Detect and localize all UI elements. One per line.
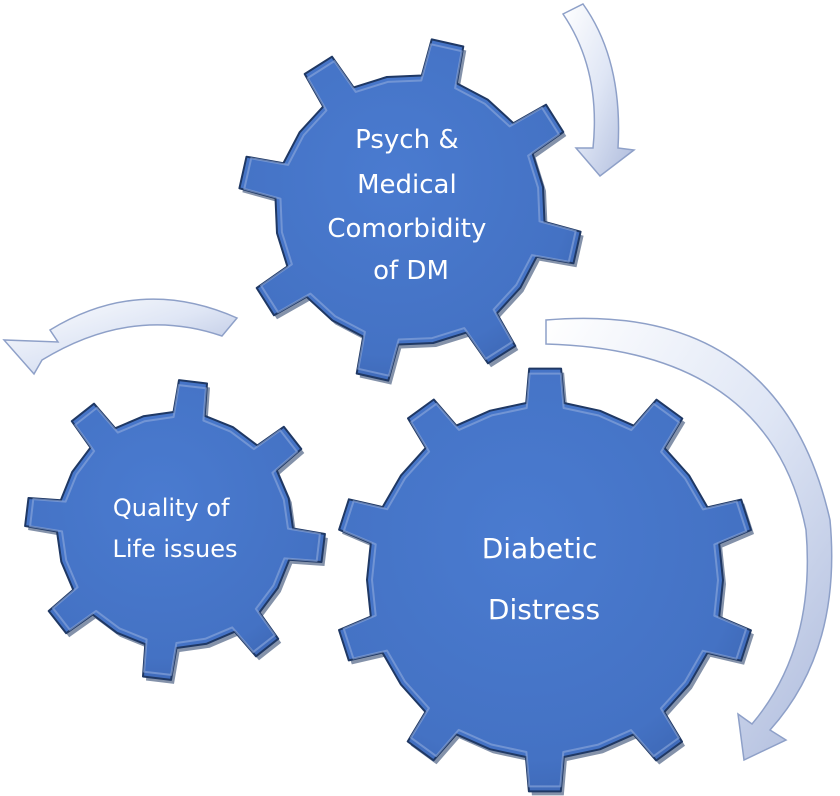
distress-label-line-2: Distress <box>488 593 600 626</box>
gear-body <box>238 38 582 382</box>
curved-arrow-left-icon <box>2 298 239 376</box>
psych-label: Psych & Medical Comorbidity of DM <box>327 125 494 286</box>
curved-arrow-down-icon <box>545 317 833 762</box>
quality-label: Quality of Life issues <box>112 494 237 563</box>
psych-label-line-2: Medical <box>357 170 457 200</box>
quality-label-line-2: Life issues <box>112 535 237 563</box>
gear-body <box>338 367 752 793</box>
gear-psych-comorbidity <box>238 38 584 385</box>
quality-label-line-1: Quality of <box>113 494 230 522</box>
distress-label: Diabetic Distress <box>482 532 607 626</box>
gear-highlight <box>29 384 321 676</box>
psych-label-line-1: Psych & <box>355 125 458 155</box>
psych-label-line-4: of DM <box>373 256 449 286</box>
gear-highlight <box>243 43 577 377</box>
psych-label-line-3: Comorbidity <box>327 214 486 244</box>
gear-quality-of-life <box>24 379 328 684</box>
gear-highlight <box>342 372 748 788</box>
curved-arrow-down-icon <box>561 3 636 178</box>
distress-label-line-1: Diabetic <box>482 532 598 565</box>
arrows-layer <box>2 3 833 762</box>
gear-diabetic-distress <box>338 367 754 796</box>
